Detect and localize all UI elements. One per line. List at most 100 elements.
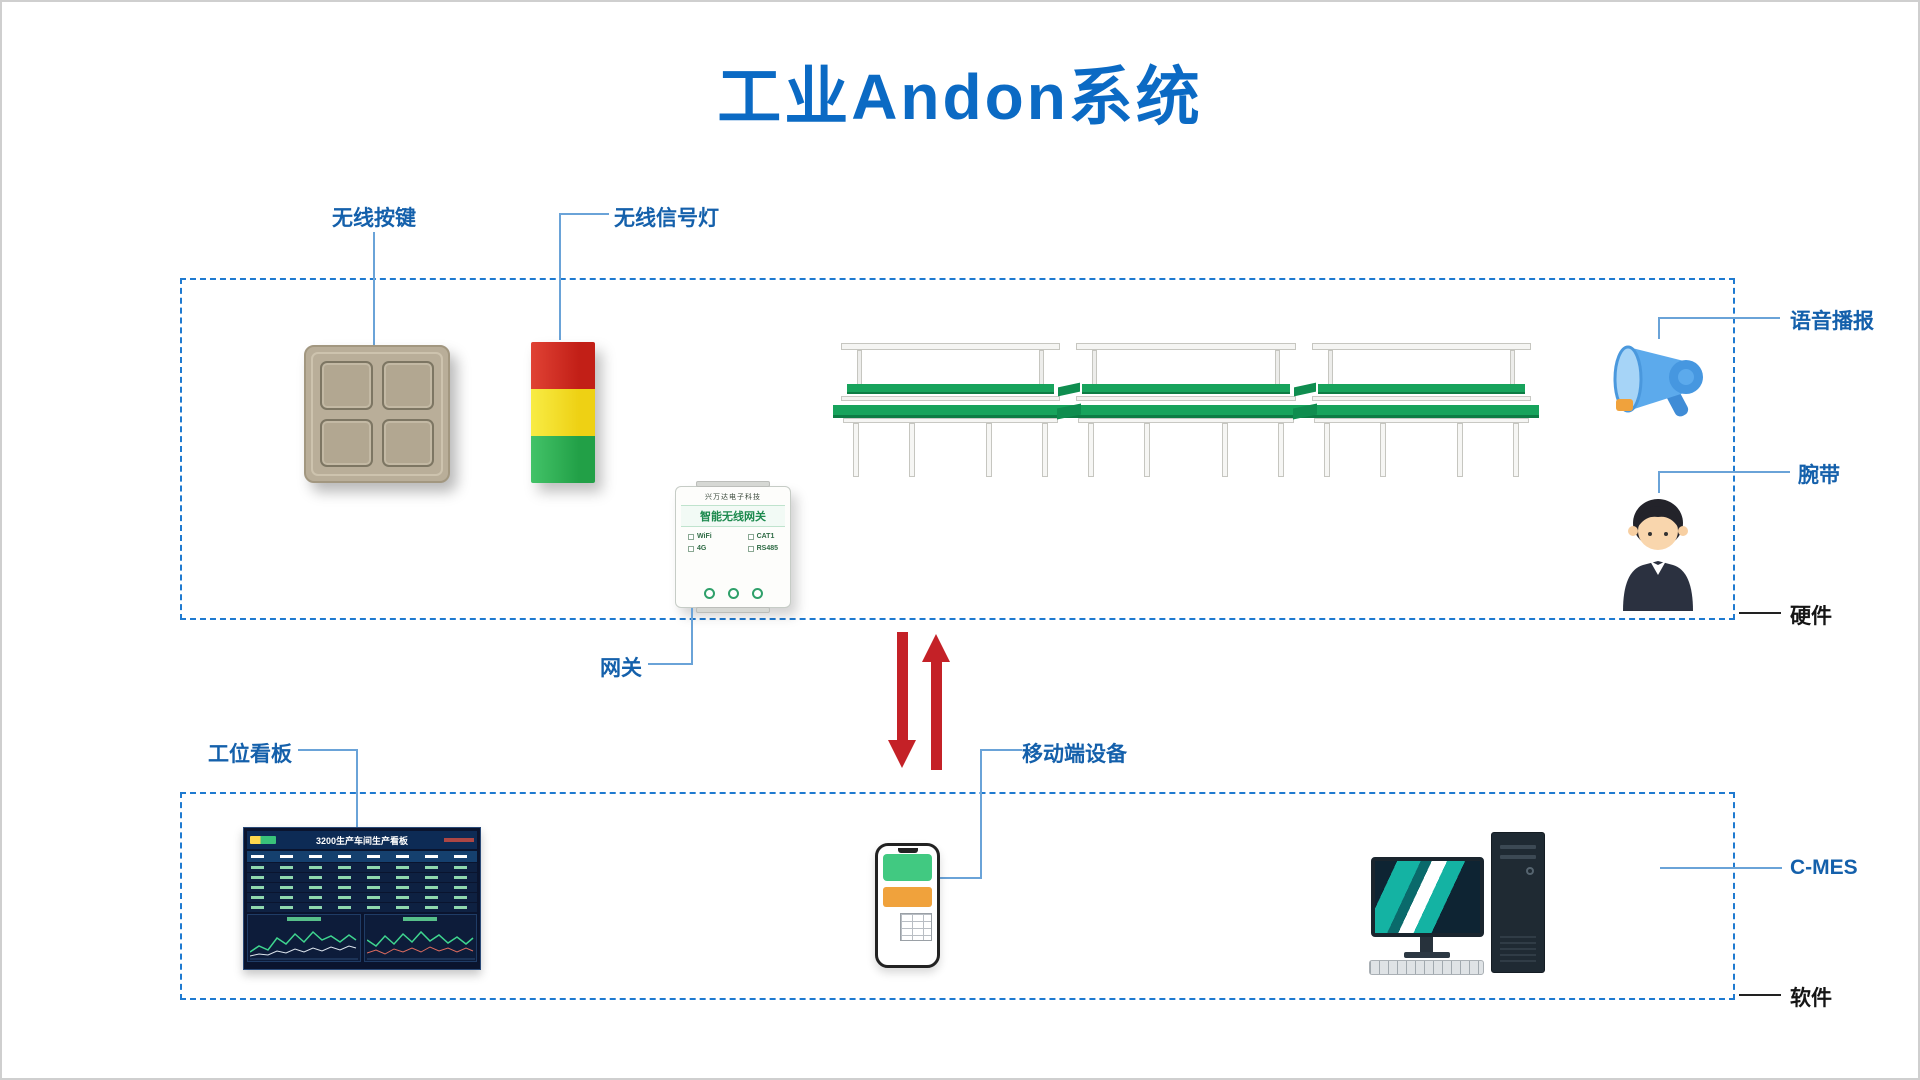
arrow-up-icon: [931, 660, 942, 770]
tower-drive-slot: [1500, 845, 1536, 849]
arrow-up-head-icon: [922, 634, 950, 662]
mobile-device-label: 移动端设备: [1022, 743, 1127, 766]
cmes-label: C-MES: [1790, 856, 1858, 879]
kanban-label: 工位看板: [208, 743, 292, 766]
wireless-button-connector: [373, 232, 375, 345]
button-key: [381, 418, 434, 467]
port-label: 4G: [697, 545, 707, 552]
wireless-button-device: [304, 345, 450, 483]
port-label: WiFi: [697, 533, 712, 540]
port-label: CAT1: [756, 533, 775, 540]
mobile-connector-h1: [980, 749, 1022, 751]
kanban-table-row: [247, 873, 477, 882]
worker-avatar: [1611, 489, 1705, 611]
workbench: [833, 343, 1069, 479]
keyboard: [1369, 960, 1484, 975]
gateway-device: 兴万达电子科技 智能无线网关 WiFi 4G CAT1 RS485: [675, 481, 791, 613]
arrow-down-head-icon: [888, 740, 916, 768]
hardware-tick-line: [1739, 612, 1781, 614]
monitor-screen-graphic: [1375, 861, 1480, 933]
wireless-button-label: 无线按键: [332, 207, 416, 230]
chart-title-strip: [286, 917, 321, 921]
smartphone-device: [875, 843, 940, 968]
kanban-table-row: [247, 903, 477, 912]
phone-orange-panel: [883, 887, 932, 907]
indicator-led-icon: [703, 588, 715, 599]
button-key: [320, 361, 373, 410]
kanban-logo: [250, 836, 276, 844]
kanban-header: 3200生产车间生产看板: [247, 831, 477, 849]
signal-light-connector-h: [559, 213, 609, 215]
conveyor-joint: [1057, 343, 1081, 479]
phone-notch: [897, 848, 918, 853]
indicator-led-icon: [727, 588, 739, 599]
gateway-mount-tab: [696, 481, 770, 487]
kanban-yield-chart: [363, 914, 477, 962]
gateway-port: WiFi: [688, 533, 712, 540]
gateway-label: 网关: [600, 657, 642, 680]
port-label: RS485: [756, 545, 778, 552]
stack-light-yellow-segment: [531, 389, 595, 436]
stack-light-green-segment: [531, 436, 595, 483]
cmes-connector-h: [1660, 867, 1782, 869]
gateway-device-name: 智能无线网关: [681, 505, 785, 527]
hardware-zone-border: [180, 278, 1735, 620]
software-zone-border: [180, 792, 1735, 1000]
wristband-label: 腕带: [1798, 464, 1840, 487]
gateway-brand-text: 兴万达电子科技: [705, 494, 761, 501]
signal-light-connector-v: [559, 213, 561, 340]
assembly-line-benches: [833, 343, 1539, 479]
mobile-connector-v: [980, 749, 982, 879]
wireless-button-keys: [320, 361, 434, 467]
gateway-mount-tab: [696, 607, 770, 613]
port-checkbox-icon: [688, 545, 694, 552]
gateway-ports: WiFi 4G CAT1 RS485: [676, 527, 790, 552]
hardware-section-label: 硬件: [1790, 605, 1832, 628]
kanban-table-row: [247, 883, 477, 892]
data-flow-arrows: [887, 632, 957, 774]
page-title: 工业Andon系统: [717, 61, 1203, 133]
kanban-trend-chart: [247, 914, 361, 962]
indicator-led-icon: [751, 588, 763, 599]
mobile-connector-h2: [940, 877, 982, 879]
production-kanban-screen: 3200生产车间生产看板: [243, 827, 481, 970]
gateway-indicator-lights: [676, 588, 790, 599]
wristband-connector-v: [1658, 471, 1660, 493]
stack-light-device: [531, 342, 595, 483]
button-key: [320, 418, 373, 467]
kanban-table-header-row: [247, 851, 477, 862]
workbench: [1068, 343, 1304, 479]
monitor: [1371, 857, 1484, 937]
megaphone-icon: [1604, 335, 1708, 429]
pc-tower: [1491, 832, 1545, 973]
voice-connector-v: [1658, 317, 1660, 339]
gateway-connector-v: [691, 608, 693, 665]
tower-vent: [1500, 932, 1536, 962]
tower-drive-slot: [1500, 855, 1536, 859]
phone-green-panel: [883, 854, 932, 881]
port-checkbox-icon: [747, 533, 754, 540]
workbench: [1303, 343, 1539, 479]
tower-power-button-icon: [1526, 867, 1534, 875]
kanban-table-row: [247, 863, 477, 872]
port-checkbox-icon: [747, 545, 754, 552]
monitor-stand-neck: [1420, 937, 1433, 954]
kanban-connector-v: [356, 749, 358, 829]
gateway-connector-h: [648, 663, 693, 665]
kanban-board-title: 3200生产车间生产看板: [315, 835, 409, 846]
software-tick-line: [1739, 994, 1781, 996]
button-key: [381, 361, 434, 410]
gateway-port: RS485: [747, 545, 778, 552]
arrow-down-icon: [897, 632, 908, 742]
monitor-stand-base: [1404, 952, 1450, 958]
chart-title-strip: [403, 917, 438, 921]
kanban-connector-h: [298, 749, 358, 751]
signal-light-label: 无线信号灯: [614, 207, 719, 230]
port-checkbox-icon: [688, 533, 694, 540]
gateway-port: CAT1: [747, 533, 778, 540]
voice-connector-h: [1658, 317, 1780, 319]
kanban-table-row: [247, 893, 477, 902]
stack-light-red-segment: [531, 342, 595, 389]
gateway-port: 4G: [688, 545, 712, 552]
